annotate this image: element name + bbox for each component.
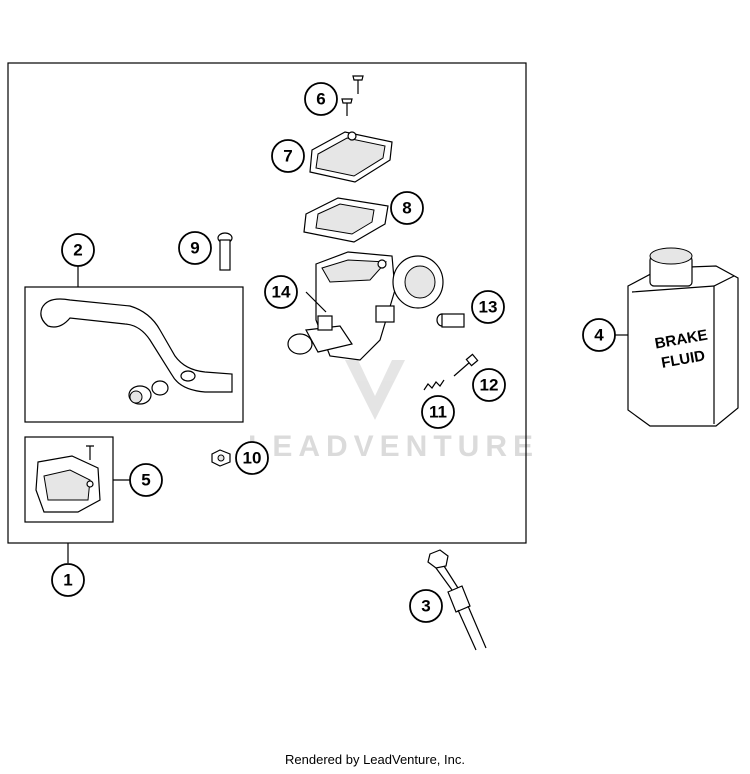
callout-12-label: 12 [480, 376, 499, 395]
callout-3-label: 3 [421, 597, 430, 616]
nut [211, 449, 231, 467]
callout-13[interactable]: 13 [471, 290, 505, 324]
callout-1-label: 1 [63, 571, 72, 590]
callout-13-label: 13 [479, 298, 498, 317]
watermark: LEADVENTURE [248, 360, 539, 463]
brake-hose [427, 549, 487, 651]
footer-credit: Rendered by LeadVenture, Inc. [285, 752, 465, 767]
brake-fluid-bottle: BRAKE FLUID [627, 247, 739, 427]
callout-14-label: 14 [272, 283, 291, 302]
callout-2-label: 2 [73, 241, 82, 260]
pivot-bolt [217, 232, 233, 271]
callout-9-label: 9 [190, 239, 199, 258]
callout-2[interactable]: 2 [61, 233, 95, 267]
brake-lever [40, 298, 233, 405]
callout-7-label: 7 [283, 147, 292, 166]
callout-12[interactable]: 12 [472, 368, 506, 402]
callout-11[interactable]: 11 [421, 395, 455, 429]
reservoir-cover [309, 131, 393, 183]
callout-11-label: 11 [429, 403, 447, 422]
callout-6-label: 6 [316, 90, 325, 109]
callout-8[interactable]: 8 [390, 191, 424, 225]
cover-screws [341, 75, 364, 116]
watermark-logo [345, 360, 405, 420]
adjuster-screw [453, 353, 479, 377]
assembly-frame [7, 62, 527, 544]
callout-5[interactable]: 5 [129, 463, 163, 497]
callout-7[interactable]: 7 [271, 139, 305, 173]
banjo-bolt [436, 313, 465, 328]
spring [423, 379, 445, 391]
watermark-text: LEADVENTURE [248, 430, 539, 463]
callout-4-label: 4 [594, 326, 604, 345]
callout-1[interactable]: 1 [51, 563, 85, 597]
callout-6[interactable]: 6 [304, 82, 338, 116]
callout-8-label: 8 [402, 199, 411, 218]
lever-guard [35, 445, 101, 513]
callout-9[interactable]: 9 [178, 231, 212, 265]
callout-4[interactable]: 4 [582, 318, 616, 352]
callout-5-label: 5 [141, 471, 150, 490]
lever-frame [24, 286, 244, 423]
diaphragm [303, 197, 389, 243]
callout-14[interactable]: 14 [264, 275, 298, 309]
callout-10[interactable]: 10 [235, 441, 269, 475]
callout-10-label: 10 [243, 449, 262, 468]
callout-3[interactable]: 3 [409, 589, 443, 623]
master-cylinder-body [287, 251, 444, 361]
